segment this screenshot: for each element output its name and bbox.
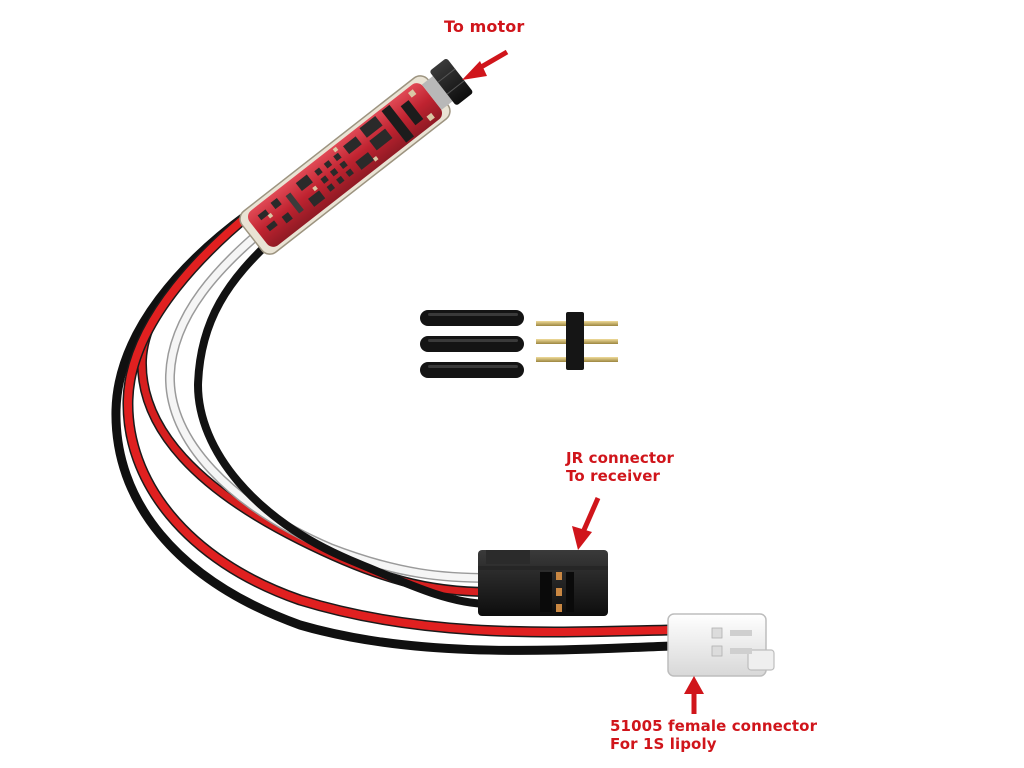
female-connector-label: 51005 female connector For 1S lipoly <box>610 717 817 753</box>
wire-bundle <box>111 198 678 655</box>
to-motor-text: To motor <box>444 17 525 36</box>
female-connector-arrow <box>684 676 704 714</box>
motor-pin-header <box>421 58 473 110</box>
female-connector-line1: 51005 female connector <box>610 717 818 735</box>
to-motor-arrow <box>462 49 509 80</box>
jr-connector-label: JR connector To receiver <box>566 449 674 485</box>
jr-pins <box>556 572 562 612</box>
male-pin-header <box>536 312 618 370</box>
jr-connector-line1: JR connector <box>566 449 675 467</box>
wire-black-signal <box>193 232 494 608</box>
female-connector-line2: For 1S lipoly <box>610 735 717 753</box>
jr-connector <box>478 550 608 616</box>
heatshrink-tubes <box>420 310 524 378</box>
jr-connector-arrow <box>572 496 601 550</box>
female-51005-connector <box>667 613 775 677</box>
esc-board <box>239 58 473 255</box>
to-motor-label: To motor <box>444 18 524 36</box>
heatshrink-tube <box>420 310 524 326</box>
heatshrink-tube <box>420 336 524 352</box>
wire-black-power <box>111 209 677 655</box>
heatshrink-tube <box>420 362 524 378</box>
jr-connector-line2: To receiver <box>566 467 660 485</box>
